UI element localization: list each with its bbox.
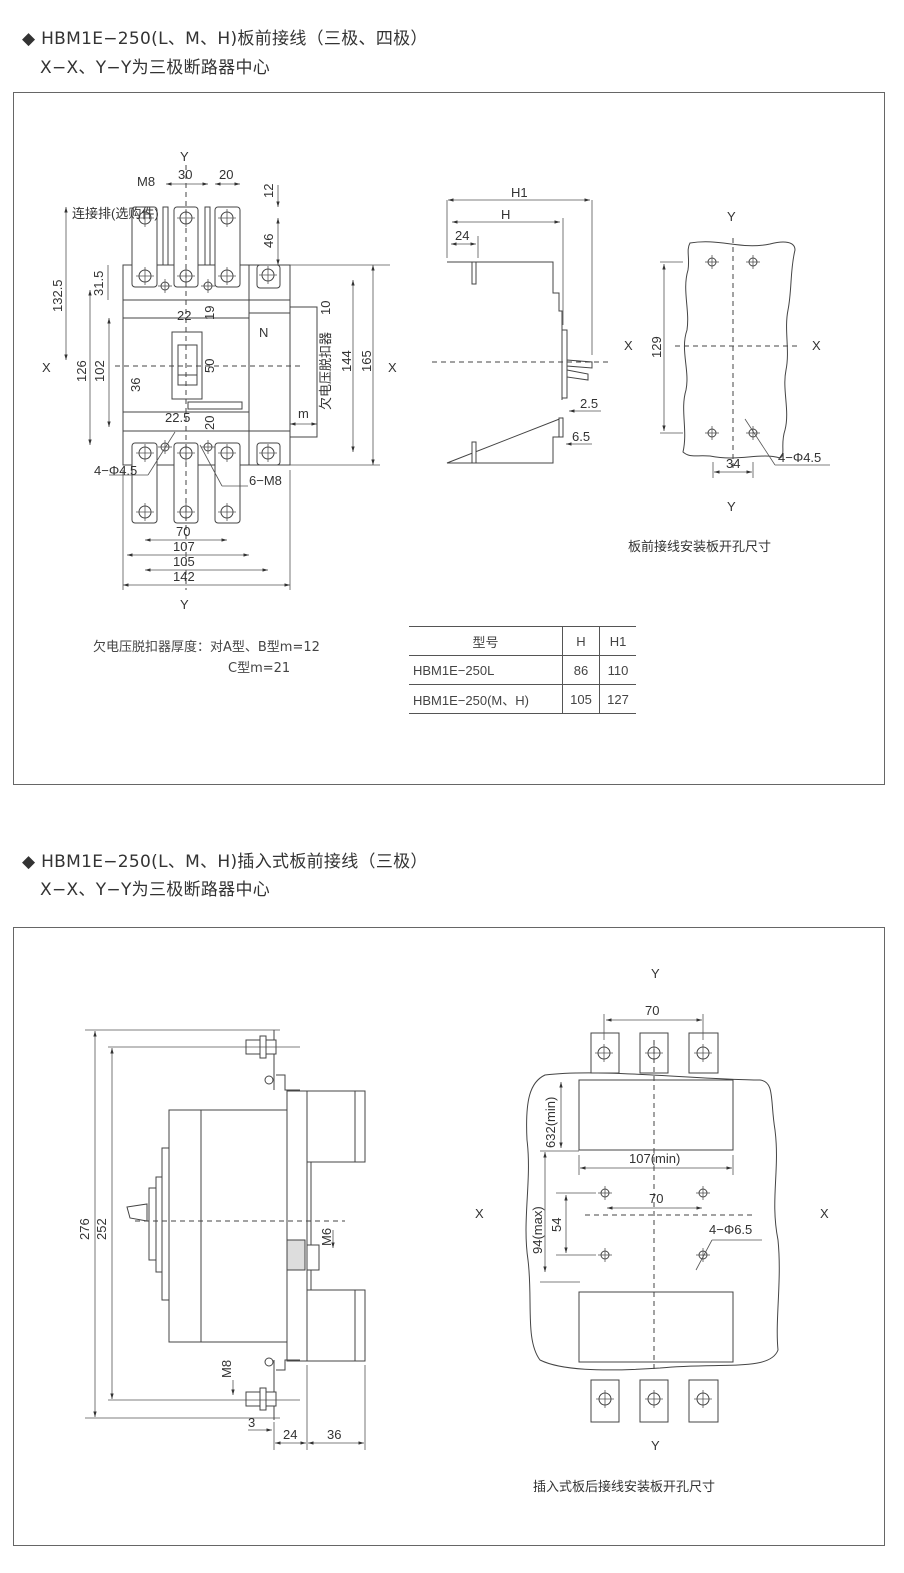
handle — [177, 344, 198, 386]
dimension-label: 4−Φ4.5 — [778, 450, 821, 465]
undervoltage-note-line2: C型m=21 — [228, 661, 291, 676]
dimension-label: 632(min) — [543, 1097, 558, 1148]
dimension-label: M8 — [219, 1360, 234, 1378]
model-dimension-table: 型号 H H1 HBM1E−250L 86 110 HBM1E−250(M、H)… — [409, 626, 636, 714]
plug-base — [286, 1090, 308, 1362]
dimension-label: 10 — [318, 301, 333, 315]
dimension-label: 132.5 — [50, 279, 65, 312]
dimension-label: Y — [727, 209, 736, 224]
dimension-label: 连接排(选购件) — [72, 206, 159, 221]
dimension-label: 36 — [327, 1427, 341, 1442]
section1-subtitle: X−X、Y−Y为三极断路器中心 — [40, 58, 271, 78]
dimension-label: 30 — [178, 167, 192, 182]
dimension-label: H — [501, 207, 510, 222]
dimension-label: N — [259, 325, 268, 340]
dimension-label: Y — [727, 499, 736, 514]
dimension-label: 4−Φ4.5 — [94, 463, 137, 478]
side-view: H1 H 24 2.5 6.5 — [432, 185, 612, 464]
dimension-label: 34 — [726, 456, 740, 471]
dimension-label: 22.5 — [165, 410, 190, 425]
dimension-label: 3 — [248, 1415, 255, 1430]
dimension-label: X — [42, 360, 51, 375]
dimension-label: 22 — [177, 308, 191, 323]
cell-h: 105 — [562, 684, 600, 714]
dimension-label: 276 — [77, 1218, 92, 1240]
dimension-label: 144 — [339, 350, 354, 372]
breaker-body — [122, 264, 291, 466]
panel-cutout-front: Y X X 129 34 4−Φ4.5 Y 板前接线安装板开孔尺寸 — [624, 209, 830, 554]
header-h1: H1 — [599, 626, 636, 656]
dimension-label: 54 — [549, 1218, 564, 1232]
dimension-label: 105 — [173, 554, 195, 569]
dimension-label: M8 — [137, 174, 155, 189]
dimension-label: 24 — [283, 1427, 297, 1442]
dimension-label: X — [820, 1206, 829, 1221]
dimension-label: 19 — [202, 306, 217, 320]
dimension-label: 插入式板后接线安装板开孔尺寸 — [533, 1479, 715, 1494]
dimension-label: 70 — [645, 1003, 659, 1018]
cell-h1: 110 — [599, 655, 636, 685]
dimension-label: M6 — [319, 1228, 334, 1246]
dimension-label: 4−Φ6.5 — [709, 1222, 752, 1237]
dimension-label: 165 — [359, 350, 374, 372]
dimension-label: 102 — [92, 360, 107, 382]
dimension-label: 70 — [649, 1191, 663, 1206]
dimension-label: 129 — [649, 336, 664, 358]
dimension-label: 6.5 — [572, 429, 590, 444]
dimension-label: X — [475, 1206, 484, 1221]
dimension-label: 107 — [173, 539, 195, 554]
dimension-label: Y — [651, 966, 660, 981]
section1-title: ◆ HBM1E−250(L、M、H)板前接线（三极、四极） — [22, 29, 428, 49]
dimension-label: 50 — [202, 359, 217, 373]
dimension-label: m — [298, 406, 309, 421]
header-h: H — [562, 626, 600, 656]
dimension-label: X — [388, 360, 397, 375]
front-view-labels: Y 30 20 M8 12 46 连接排(选购件) 132.5 31.5 126… — [42, 149, 397, 612]
header-model: 型号 — [409, 626, 563, 656]
dimension-label: X — [812, 338, 821, 353]
dimension-label: 142 — [173, 569, 195, 584]
dimension-label: 板前接线安装板开孔尺寸 — [628, 539, 771, 554]
dimension-label: X — [624, 338, 633, 353]
dimension-label: 欠电压脱扣器 — [318, 332, 333, 410]
cell-h1: 127 — [599, 684, 636, 714]
cell-model: HBM1E−250(M、H) — [409, 684, 563, 714]
dimension-label: 94(max) — [530, 1206, 545, 1254]
dimension-label: 2.5 — [580, 396, 598, 411]
dimension-label: 252 — [94, 1218, 109, 1240]
dimension-label: 20 — [219, 167, 233, 182]
dimension-label: 6−M8 — [249, 473, 282, 488]
dimension-label: 12 — [261, 184, 276, 198]
dimension-label: 20 — [202, 416, 217, 430]
plugin-side-view: 276 252 M6 M8 3 24 36 — [77, 1029, 366, 1450]
dimension-label: 24 — [455, 228, 469, 243]
breaker-body — [168, 1109, 288, 1343]
dimension-label: 70 — [176, 524, 190, 539]
cell-model: HBM1E−250L — [409, 655, 563, 685]
table-header-row: 型号 H H1 — [409, 626, 636, 656]
dimension-label: 46 — [261, 234, 276, 248]
table-row: HBM1E−250L 86 110 — [409, 655, 636, 685]
section2-title: ◆ HBM1E−250(L、M、H)插入式板前接线（三极） — [22, 852, 428, 872]
front-view — [64, 165, 390, 590]
dimension-label: 107(min) — [629, 1151, 680, 1166]
dimension-label: 36 — [128, 378, 143, 392]
dimension-label: H1 — [511, 185, 528, 200]
cell-h: 86 — [562, 655, 600, 685]
table-row: HBM1E−250(M、H) 105 127 — [409, 684, 636, 714]
undervoltage-note-line1: 欠电压脱扣器厚度：对A型、B型m=12 — [93, 640, 320, 655]
section2-subtitle: X−X、Y−Y为三极断路器中心 — [40, 880, 271, 900]
dimension-label: Y — [180, 149, 189, 164]
dimension-label: 31.5 — [91, 271, 106, 296]
section1-frame — [13, 92, 885, 785]
plugin-panel-cutout: Y 70 632(min) 107(min) 70 94(max) 54 4−Φ… — [475, 966, 829, 1494]
dimension-label: 126 — [74, 360, 89, 382]
dimension-label: Y — [180, 597, 189, 612]
undervoltage-release — [289, 306, 318, 438]
dimension-label: Y — [651, 1438, 660, 1453]
section2-frame — [13, 927, 885, 1546]
